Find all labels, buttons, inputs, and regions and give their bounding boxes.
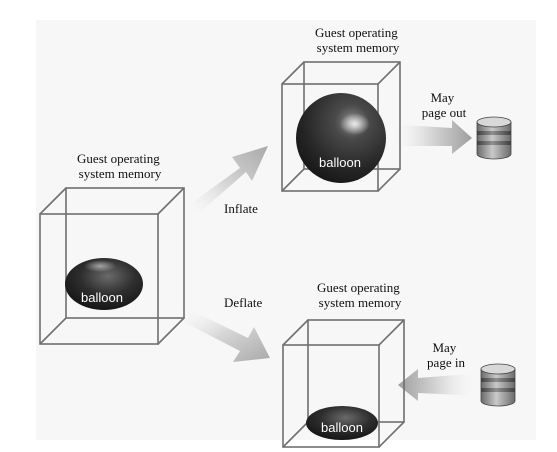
left-balloon: balloon bbox=[65, 258, 143, 310]
left-memory-label: Guest operating system memory bbox=[77, 151, 163, 181]
page-out-arrow bbox=[386, 120, 472, 154]
page-out-label-line2: page out bbox=[422, 105, 467, 120]
bottom-memory-label-line2: system memory bbox=[319, 295, 402, 310]
page-out-label-line1: May bbox=[430, 90, 454, 105]
deflate-arrow bbox=[176, 306, 270, 362]
page-in-label-line2: page in bbox=[427, 355, 465, 370]
balloon-label-top: balloon bbox=[319, 155, 361, 170]
deflate-label: Deflate bbox=[224, 295, 262, 310]
page-in-label: May page in bbox=[427, 340, 465, 370]
top-memory-label: Guest operating system memory bbox=[315, 25, 401, 55]
balloon-label-bottom: balloon bbox=[321, 420, 363, 435]
disk-icon bbox=[476, 116, 512, 160]
inflate-arrow bbox=[182, 146, 268, 221]
page-in-label-line1: May bbox=[432, 340, 456, 355]
inflate-label: Inflate bbox=[224, 201, 258, 216]
left-memory-cube bbox=[39, 187, 185, 345]
bottom-balloon: balloon bbox=[306, 406, 378, 440]
top-memory-label-line1: Guest operating bbox=[315, 25, 398, 40]
bottom-memory-label: Guest operating system memory bbox=[317, 280, 403, 310]
bottom-memory-label-line1: Guest operating bbox=[317, 280, 400, 295]
bottom-memory-cube bbox=[282, 319, 405, 448]
page-out-label: May page out bbox=[422, 90, 467, 120]
background-panel bbox=[36, 20, 536, 440]
balloon-label-left: balloon bbox=[81, 290, 123, 305]
left-memory-label-line1: Guest operating bbox=[77, 151, 160, 166]
disk-icon bbox=[480, 363, 516, 407]
top-memory-label-line2: system memory bbox=[317, 40, 400, 55]
top-balloon: balloon bbox=[296, 93, 386, 183]
page-in-arrow bbox=[398, 369, 482, 401]
left-memory-label-line2: system memory bbox=[79, 166, 162, 181]
